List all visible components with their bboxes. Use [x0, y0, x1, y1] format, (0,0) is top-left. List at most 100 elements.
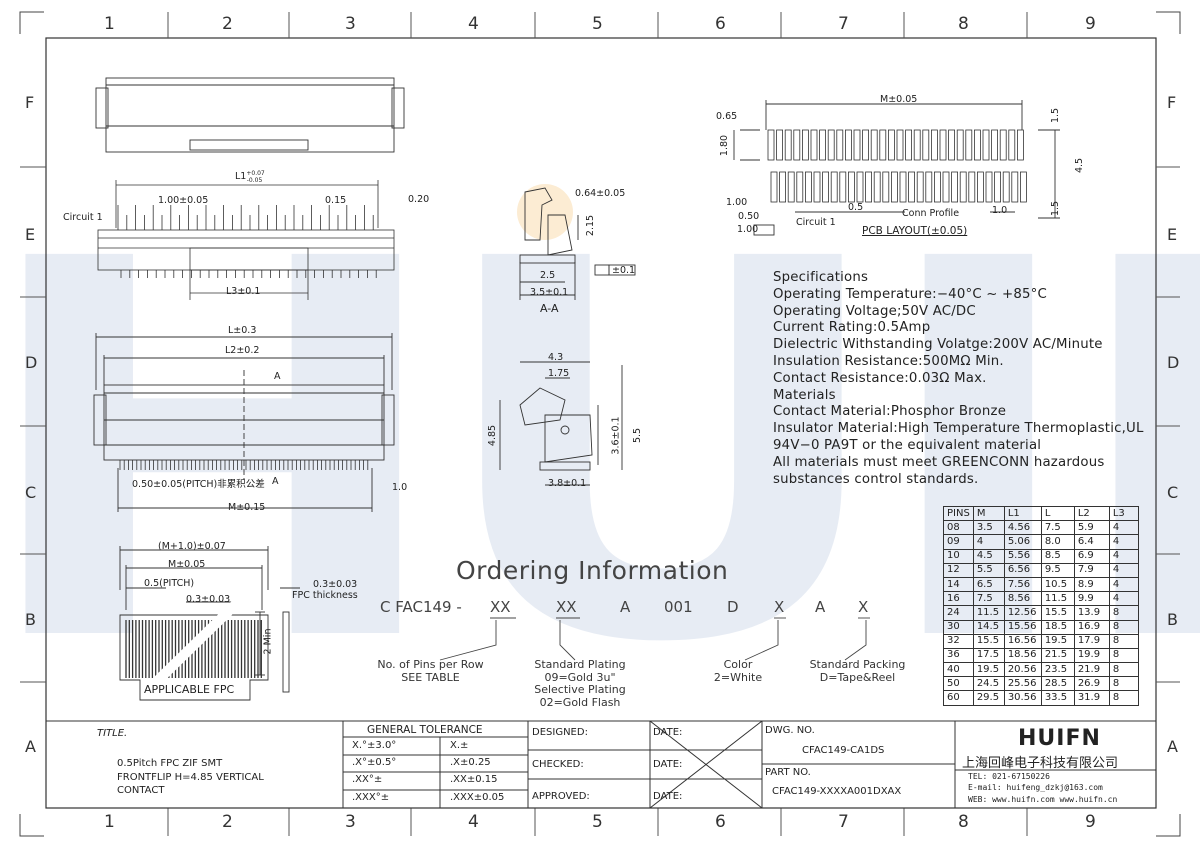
spec-line: Contact Resistance:0.03Ω Max.	[773, 370, 987, 386]
date-label-2: DATE:	[653, 759, 683, 770]
l1-label: L1+0.07-0.05	[235, 170, 265, 185]
table-cell: 6.56	[1003, 562, 1042, 578]
spec-line: Materials	[773, 387, 836, 403]
fpc-drawing	[119, 546, 300, 701]
section-aa-label: A-A	[540, 302, 559, 315]
pcb-pitch: 0.5	[848, 202, 864, 213]
dim-175: 1.75	[548, 368, 570, 379]
table-cell: 6.4	[1073, 534, 1110, 550]
table-cell: 8.56	[1003, 591, 1042, 607]
fpc-pitch-dim: 0.5(PITCH)	[144, 578, 195, 589]
title-label: TITLE.	[97, 728, 128, 739]
ordering-title: Ordering Information	[456, 556, 729, 585]
a-marker-bottom: A	[272, 476, 279, 487]
ordering-leaders	[439, 617, 870, 661]
table-cell: 20.56	[1003, 662, 1042, 678]
company-web: WEB: www.huifn.com www.huifn.cn	[968, 795, 1118, 804]
grid-col-bottom-6: 6	[715, 812, 726, 832]
grid-col-2: 2	[222, 14, 233, 34]
pcb-layout-drawing	[733, 100, 1060, 236]
pcb-dim-10: 1.0	[992, 205, 1008, 216]
table-cell: 11.5	[1040, 591, 1075, 607]
table-cell: 16.9	[1073, 619, 1110, 635]
order-code-part: XX	[556, 598, 577, 616]
table-cell: 40	[943, 662, 974, 678]
table-cell: 09	[943, 534, 974, 550]
table-cell: 26.9	[1073, 676, 1110, 692]
table-cell: 33.5	[1040, 690, 1075, 706]
table-cell: 8.5	[1040, 548, 1075, 564]
tolerance-header: GENERAL TOLERANCE	[367, 724, 483, 736]
pins-table-header-cell: L3	[1108, 505, 1139, 522]
table-cell: 5.9	[1073, 520, 1110, 536]
table-cell: 25.56	[1003, 676, 1042, 692]
spec-line: Operating Voltage;50V AC/DC	[773, 303, 976, 319]
grid-row-B: B	[25, 610, 36, 629]
dim-10-front: 1.0	[392, 482, 408, 493]
grid-col-bottom-5: 5	[592, 812, 603, 832]
title-block-grid	[45, 720, 1157, 809]
spec-line: Insulation Resistance:500MΩ Min.	[773, 353, 1004, 369]
spec-line: All materials must meet GREENCONN hazard…	[773, 454, 1105, 470]
grid-col-bottom-4: 4	[468, 812, 479, 832]
pins-table-header-cell: L2	[1073, 505, 1110, 522]
dim-36: 3.6±0.1	[610, 416, 622, 455]
grid-col-bottom-8: 8	[958, 812, 969, 832]
m-dim-front: M±0.15	[228, 502, 266, 513]
pins-table-header-cell: L	[1040, 505, 1075, 522]
grid-row-D: D	[25, 353, 38, 372]
conn-profile-label: Conn Profile	[902, 208, 960, 219]
date-label-1: DATE:	[653, 727, 683, 738]
tolerance-angle: .XXX°±	[352, 792, 390, 803]
table-cell: 7.9	[1073, 562, 1110, 578]
table-cell: 4	[1108, 520, 1139, 536]
table-cell: 12	[943, 562, 974, 578]
table-cell: 8.0	[1040, 534, 1075, 550]
circuit-1-label: Circuit 1	[63, 212, 103, 223]
table-cell: 11.5	[972, 605, 1005, 621]
grid-row-right-C: C	[1167, 483, 1179, 502]
table-cell: 24.5	[972, 676, 1005, 692]
company-logo: HUIFN	[1018, 726, 1101, 751]
grid-col-4: 4	[468, 14, 479, 34]
flatness-tol: ±0.1	[612, 265, 636, 276]
table-cell: 21.9	[1073, 662, 1110, 678]
dim-064: 0.64±0.05	[575, 188, 626, 199]
table-cell: 18.56	[1003, 647, 1042, 664]
dwg-no-value: CFAC149-CA1DS	[802, 745, 885, 756]
grid-row-right-F: F	[1167, 93, 1177, 112]
designed-label: DESIGNED:	[532, 727, 588, 738]
table-cell: 8	[1108, 647, 1139, 664]
table-cell: 4.5	[972, 548, 1005, 564]
spec-line: Specifications	[773, 270, 869, 285]
table-cell: 32	[943, 633, 974, 649]
order-code-part: A	[815, 598, 826, 616]
grid-row-F: F	[25, 93, 35, 112]
table-cell: 4	[1108, 534, 1139, 550]
grid-col-bottom-2: 2	[222, 812, 233, 832]
table-cell: 16	[943, 591, 974, 607]
table-cell: 7.5	[1040, 520, 1075, 536]
dim-015: 0.15	[325, 195, 347, 206]
table-cell: 10	[943, 548, 974, 564]
pcb-dim-180: 1.80	[719, 134, 731, 157]
table-cell: 8	[1108, 690, 1139, 706]
pins-table-header-cell: PINS	[943, 505, 974, 522]
pin-view-drawing	[97, 180, 395, 300]
front-pin-rows	[119, 460, 369, 470]
pcb-dim-100-a: 1.00	[726, 197, 748, 208]
order-code-part: X	[858, 598, 869, 616]
company-name: 上海回峰电子科技有限公司	[962, 756, 1119, 771]
table-cell: 8	[1108, 676, 1139, 692]
fpc-thickness-label: FPC thickness	[292, 590, 358, 601]
pcb-circuit-label: Circuit 1	[796, 217, 836, 228]
table-cell: 8	[1108, 619, 1139, 635]
